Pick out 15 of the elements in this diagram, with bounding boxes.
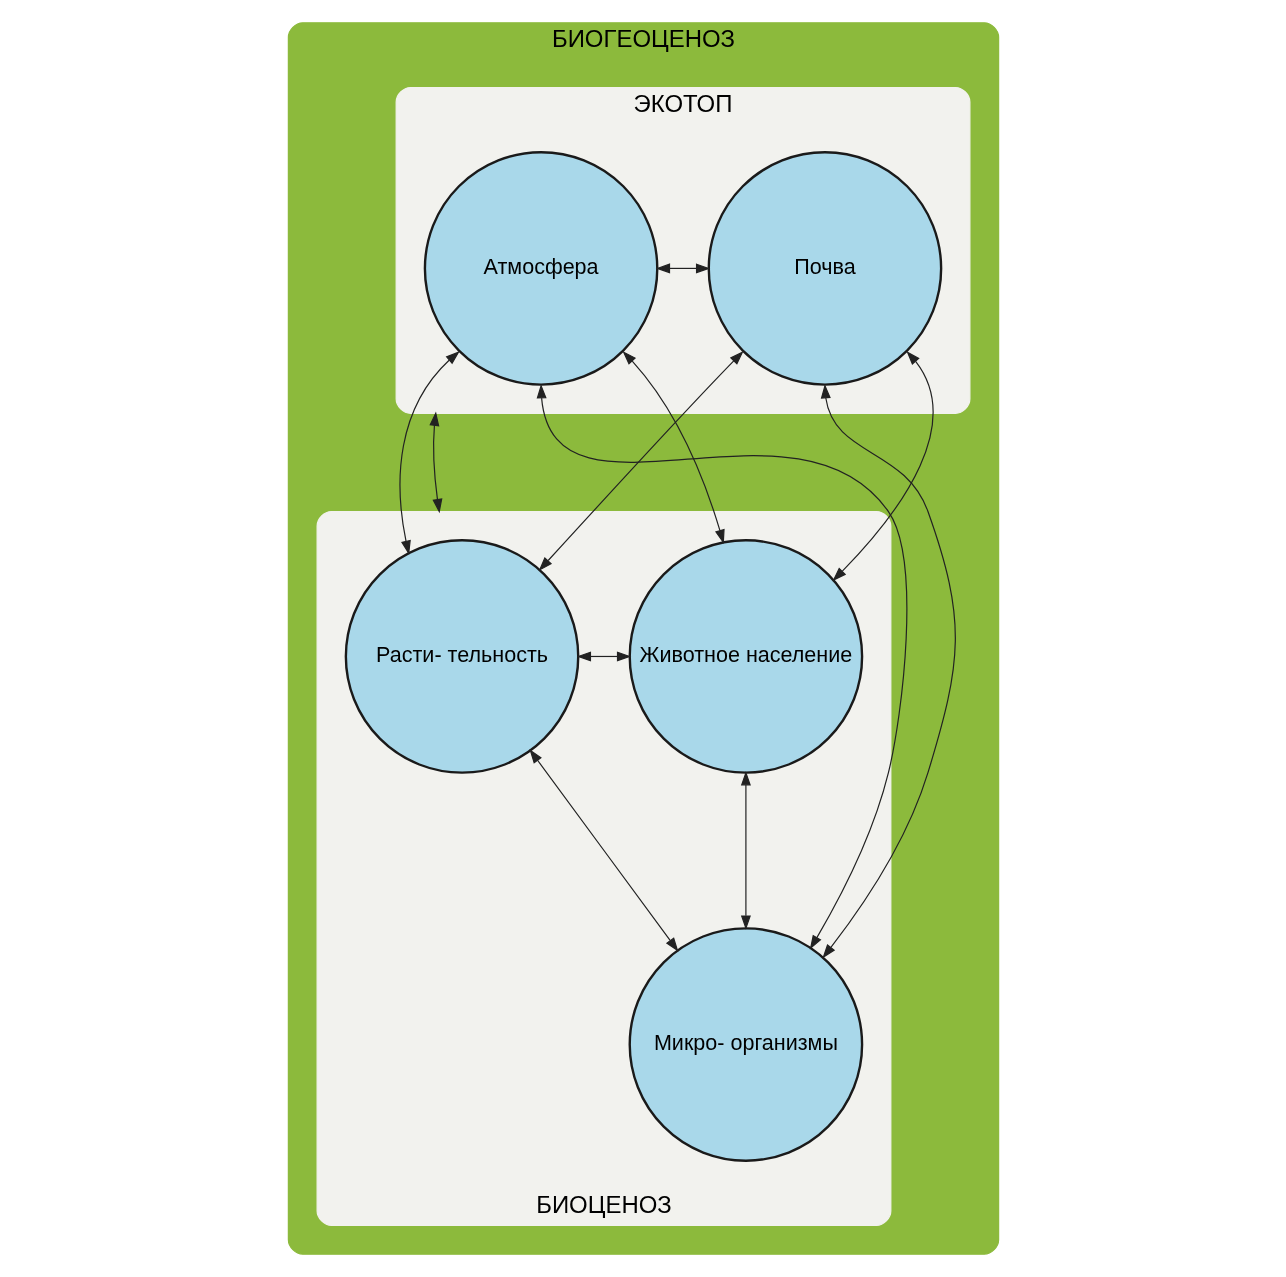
- arrow: [528, 749, 678, 952]
- arrow: [536, 383, 907, 950]
- arrow: [576, 651, 631, 662]
- arrow: [831, 350, 934, 582]
- arrow: [538, 350, 744, 572]
- arrow: [428, 411, 442, 514]
- node-circle: Атмосфера: [423, 151, 658, 386]
- arrow: [820, 383, 956, 959]
- node-circle: Животное население: [628, 539, 863, 774]
- arrow: [622, 350, 725, 544]
- arrow: [399, 351, 460, 555]
- node-circle: Микро- организмы: [628, 927, 863, 1162]
- arrow: [740, 771, 751, 930]
- arrow: [655, 263, 710, 274]
- node-circle: Почва: [707, 151, 942, 386]
